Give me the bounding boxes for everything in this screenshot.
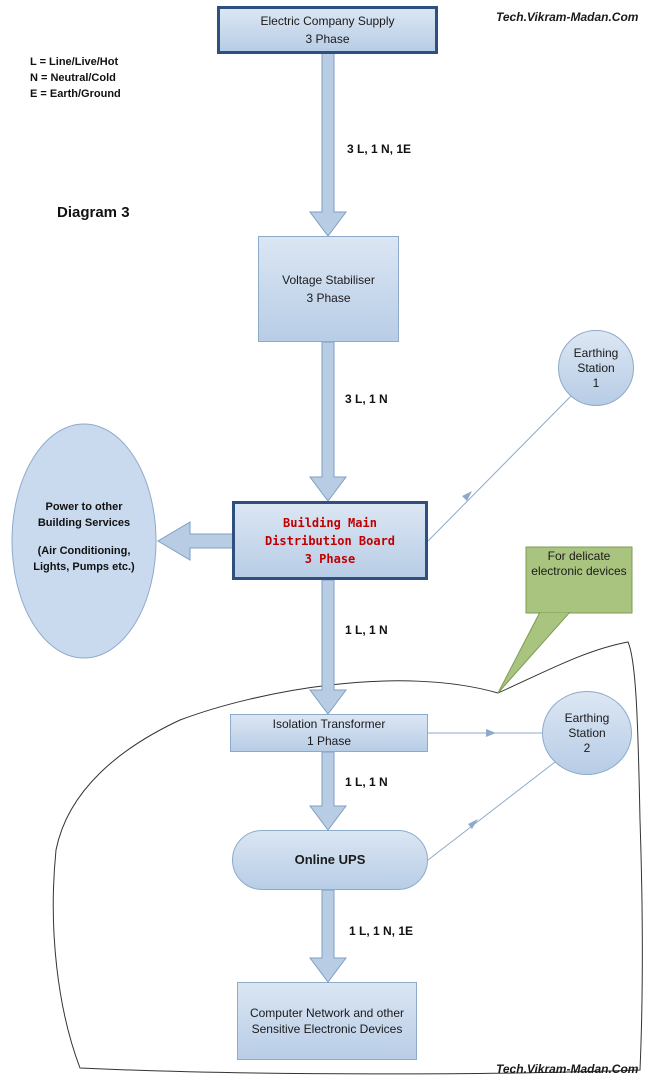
board-label-2: Distribution Board — [264, 533, 396, 548]
network-label-1: Computer Network and other — [249, 1006, 405, 1020]
stabiliser-phase: 3 Phase — [306, 291, 351, 305]
earthing2-line-3: 2 — [583, 740, 591, 755]
arrow-stabiliser-to-board — [309, 341, 347, 502]
earth-line-ups-to-station2 — [427, 761, 556, 861]
other-services-line-4: Lights, Pumps etc.) — [33, 561, 135, 573]
online-ups-box: Online UPS — [232, 830, 428, 890]
arrow-board-to-other-services — [157, 521, 234, 561]
diagram-title: Diagram 3 — [57, 204, 130, 221]
isolation-phase: 1 Phase — [306, 734, 352, 748]
legend: L = Line/Live/Hot N = Neutral/Cold E = E… — [30, 54, 121, 102]
network-label-2: Sensitive Electronic Devices — [251, 1022, 403, 1036]
ups-label: Online UPS — [294, 852, 366, 867]
wire-label-ups-to-network: 1 L, 1 N, 1E — [349, 924, 414, 938]
earthing2-line-1: Earthing — [564, 710, 610, 725]
earthing2-line-2: Station — [568, 725, 606, 740]
callout-box — [525, 546, 633, 614]
other-services-line-1: Power to other — [45, 501, 123, 513]
other-services-ellipse — [11, 423, 157, 659]
wire-label-supply-to-stabiliser: 3 L, 1 N, 1E — [347, 142, 412, 156]
wire-label-board-to-isolation: 1 L, 1 N — [345, 623, 388, 637]
legend-neutral: N = Neutral/Cold — [30, 72, 116, 84]
other-services-line-3: (Air Conditioning, — [37, 545, 131, 557]
other-services-text: Power to other Building Services (Air Co… — [14, 499, 154, 575]
callout-text: For delicate electronic devices — [531, 549, 627, 578]
callout-pointer — [497, 611, 572, 694]
earthing1-line-3: 1 — [592, 375, 600, 390]
isolation-transformer-box: Isolation Transformer 1 Phase — [230, 714, 428, 752]
electric-company-supply-box: Electric Company Supply 3 Phase — [217, 6, 438, 54]
watermark-bottom: Tech.Vikram-Madan.Com — [496, 1062, 639, 1076]
earthing-station-1-circle: Earthing Station 1 — [558, 330, 634, 406]
arrow-supply-to-stabiliser — [309, 51, 347, 237]
isolation-label: Isolation Transformer — [272, 717, 386, 731]
voltage-stabiliser-box: Voltage Stabiliser 3 Phase — [258, 236, 399, 342]
earthing1-line-1: Earthing — [573, 345, 619, 360]
board-phase: 3 Phase — [304, 551, 356, 566]
earthing-station-2-circle: Earthing Station 2 — [542, 691, 632, 775]
other-services-line-2: Building Services — [37, 517, 131, 529]
earth-line-board-to-station1 — [427, 394, 573, 542]
earthing1-line-2: Station — [577, 360, 615, 375]
arrow-isolation-to-ups — [309, 751, 347, 831]
main-distribution-board-box: Building Main Distribution Board 3 Phase — [232, 501, 428, 580]
legend-earth: E = Earth/Ground — [30, 88, 121, 100]
board-label-1: Building Main — [283, 515, 377, 530]
wire-label-stabiliser-to-board: 3 L, 1 N — [345, 392, 388, 406]
supply-label: Electric Company Supply — [260, 14, 395, 28]
computer-network-box: Computer Network and other Sensitive Ele… — [237, 982, 417, 1060]
watermark-top: Tech.Vikram-Madan.Com — [496, 10, 639, 24]
sensitive-zone-outline — [52, 641, 643, 1075]
arrow-board-to-isolation — [309, 579, 347, 715]
supply-phase: 3 Phase — [305, 32, 350, 46]
legend-line: L = Line/Live/Hot — [30, 56, 119, 68]
arrow-ups-to-network — [309, 889, 347, 983]
stabiliser-label: Voltage Stabiliser — [282, 273, 375, 287]
wire-label-isolation-to-ups: 1 L, 1 N — [345, 775, 388, 789]
